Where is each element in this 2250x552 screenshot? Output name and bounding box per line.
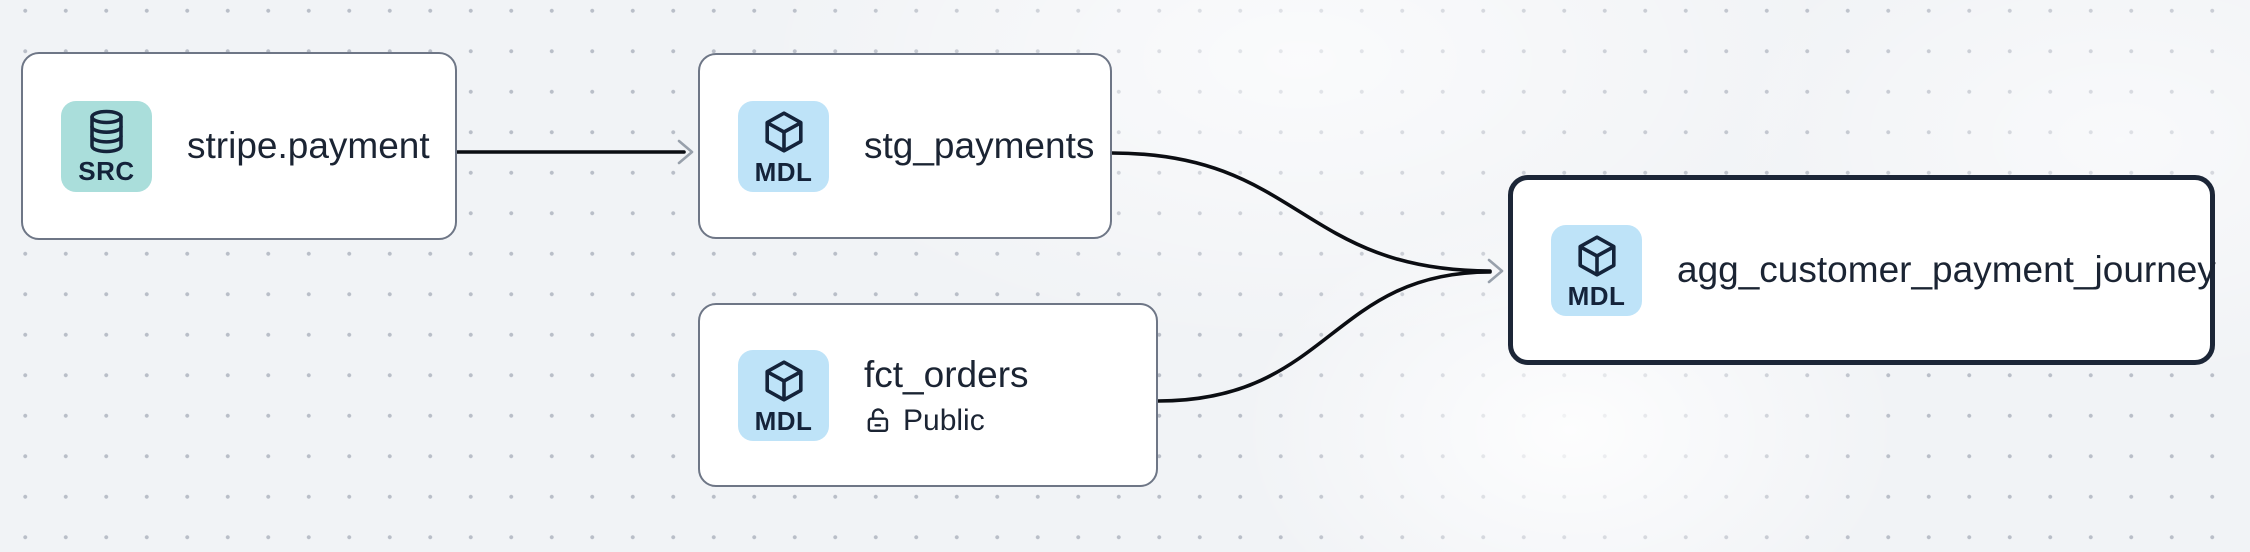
- edge-fct-to-agg: [1156, 270, 1492, 403]
- cube-icon: [1577, 234, 1616, 277]
- node-stripe-payment[interactable]: SRC stripe.payment: [21, 52, 457, 240]
- node-label: agg_customer_payment_journey: [1677, 248, 2216, 290]
- badge-label: MDL: [1567, 280, 1626, 311]
- model-badge: MDL: [738, 100, 829, 192]
- node-label: fct_orders: [864, 354, 1029, 396]
- cube-icon: [764, 110, 803, 153]
- badge-label: MDL: [754, 405, 813, 436]
- node-fct-orders[interactable]: MDL fct_orders Public: [698, 303, 1158, 487]
- edge-stg-to-agg: [1110, 151, 1492, 273]
- node-label: stripe.payment: [187, 124, 430, 166]
- badge-label: MDL: [754, 156, 813, 187]
- model-badge: MDL: [1551, 224, 1642, 316]
- badge-label: SRC: [78, 156, 135, 186]
- model-badge: MDL: [738, 349, 829, 441]
- cube-icon: [764, 359, 803, 402]
- access-label: Public: [903, 403, 985, 437]
- access-row: Public: [864, 403, 1029, 437]
- node-stg-payments[interactable]: MDL stg_payments: [698, 53, 1112, 239]
- node-label: stg_payments: [864, 124, 1095, 166]
- source-badge: SRC: [61, 100, 152, 192]
- database-icon: [90, 109, 123, 154]
- node-agg-customer-payment-journey[interactable]: MDL agg_customer_payment_journey: [1508, 175, 2216, 365]
- unlock-icon: [867, 408, 889, 433]
